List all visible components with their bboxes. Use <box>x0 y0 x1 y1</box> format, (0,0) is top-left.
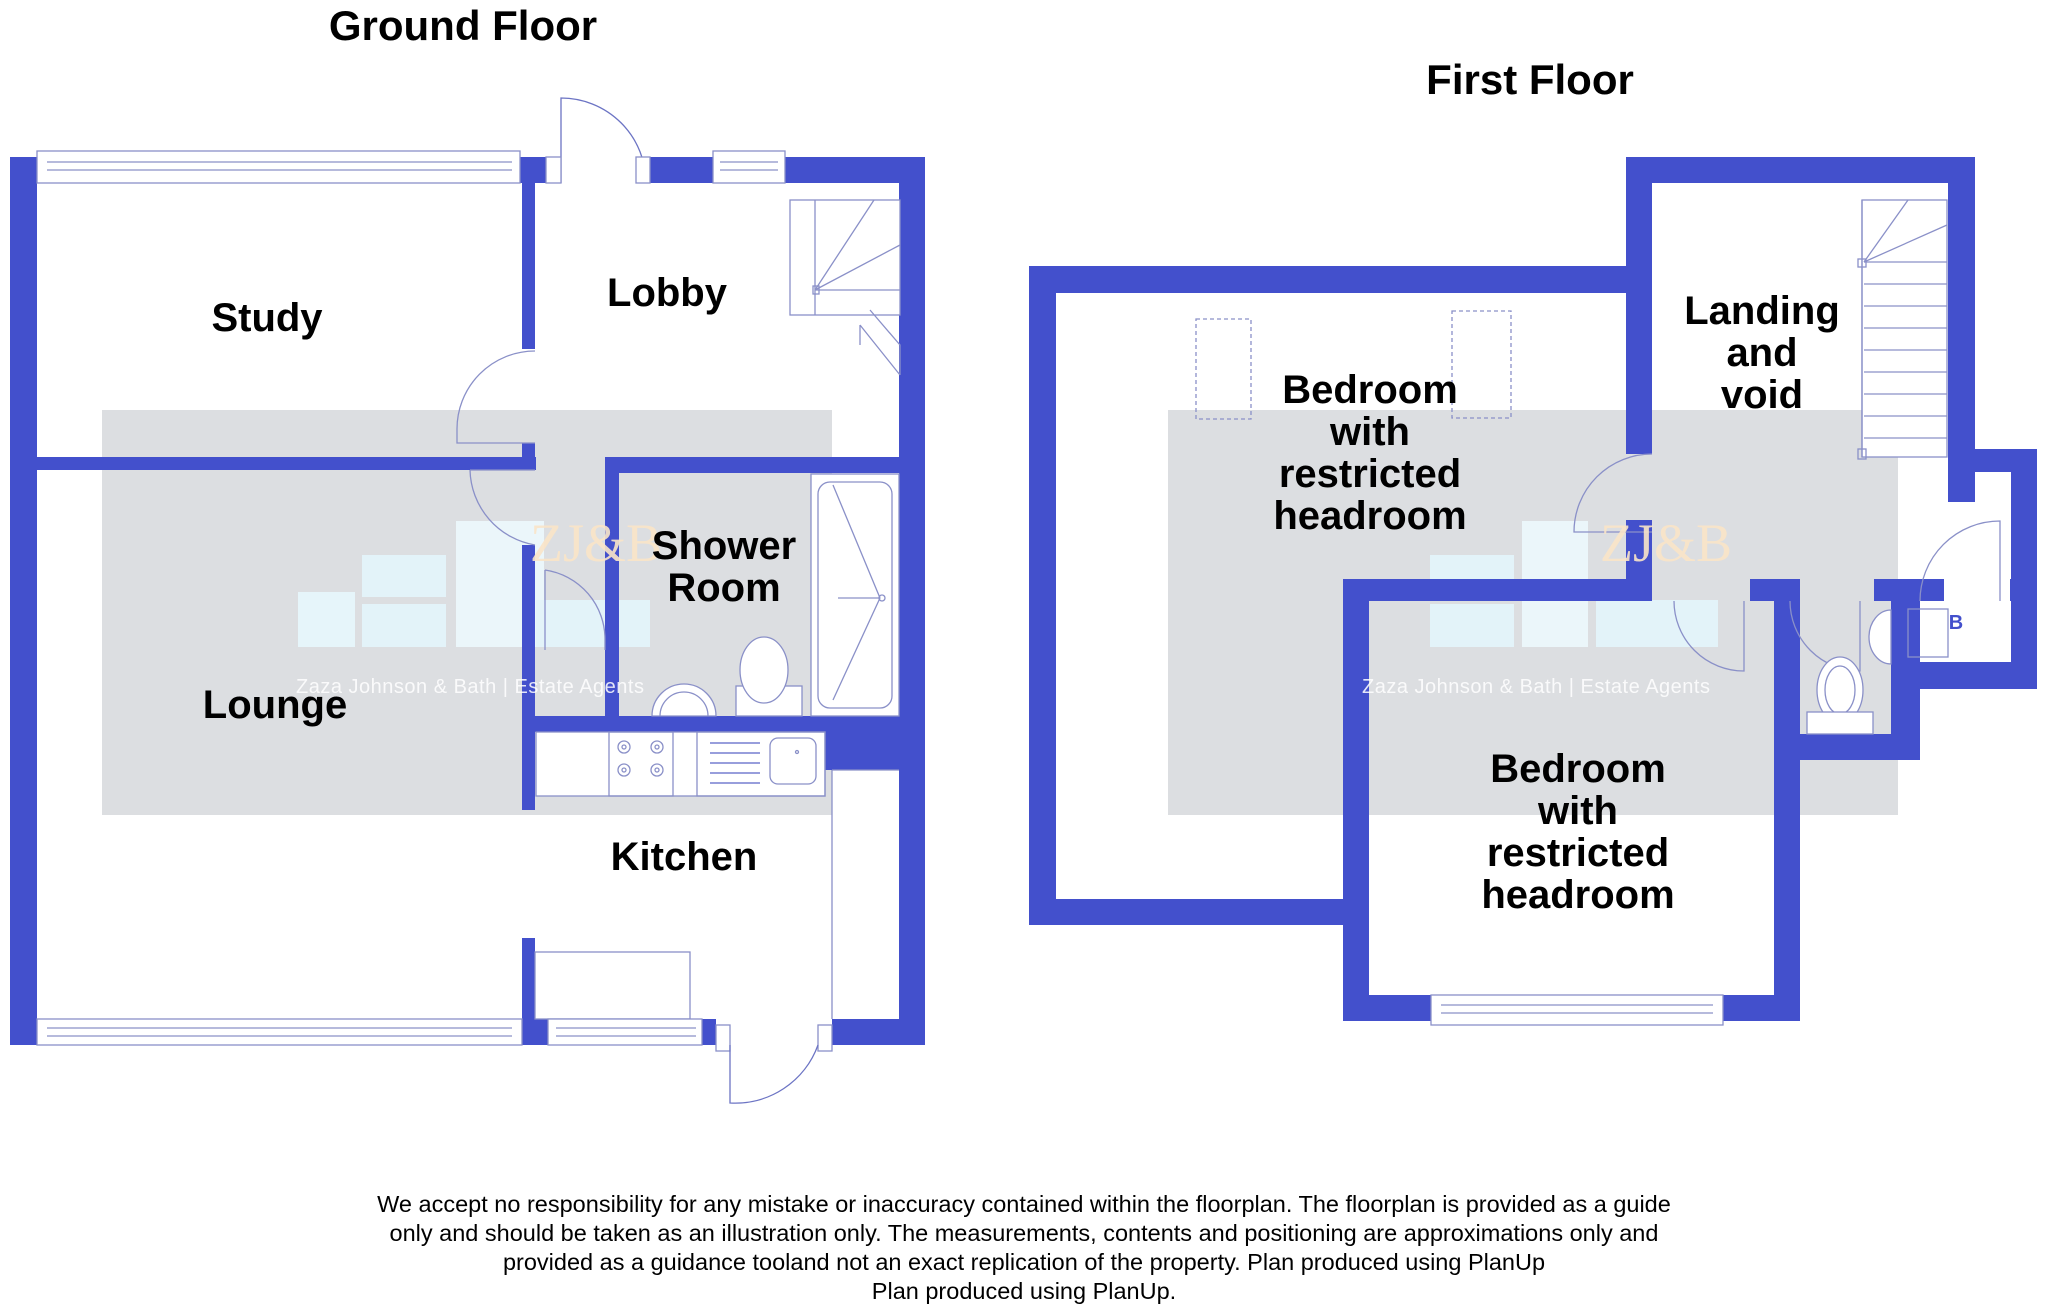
first-floor-walls <box>1029 157 2037 1021</box>
disclaimer-line-2: only and should be taken as an illustrat… <box>389 1220 1659 1246</box>
watermark-text-first: Zaza Johnson & Bath | Estate Agents <box>1362 676 1711 698</box>
room-label-study: Study <box>211 296 323 340</box>
disclaimer-line-3: provided as a guidance tooland not an ex… <box>502 1249 1546 1275</box>
watermark-logo-ground: ZJ&B <box>530 513 663 573</box>
room-label-bedroom-1: Bedroom with restricted headroom <box>1273 368 1467 538</box>
room-label-kitchen: Kitchen <box>610 835 758 879</box>
first-floor-fixtures <box>1195 199 2001 1026</box>
boiler-label: B <box>1948 612 1964 634</box>
room-label-lobby: Lobby <box>607 271 727 315</box>
room-label-bedroom-2: Bedroom with restricted headroom <box>1481 747 1675 917</box>
room-label-shower-room: Shower Room <box>651 524 797 610</box>
first-floor-title: First Floor <box>1426 56 1634 103</box>
ground-floor-fixtures <box>36 97 901 1104</box>
disclaimer-line-1: We accept no responsibility for any mist… <box>377 1191 1671 1217</box>
watermark-logo-first: ZJ&B <box>1600 513 1733 573</box>
room-label-landing: Landing and void <box>1684 289 1840 417</box>
ground-floor-walls <box>10 157 925 1045</box>
disclaimer-line-4: Plan produced using PlanUp. <box>871 1278 1177 1304</box>
ground-floor-title: Ground Floor <box>328 2 598 49</box>
watermark-text-ground: Zaza Johnson & Bath | Estate Agents <box>296 676 645 698</box>
disclaimer: We accept no responsibility for any mist… <box>224 1190 1824 1306</box>
room-label-lounge: Lounge <box>202 683 348 727</box>
